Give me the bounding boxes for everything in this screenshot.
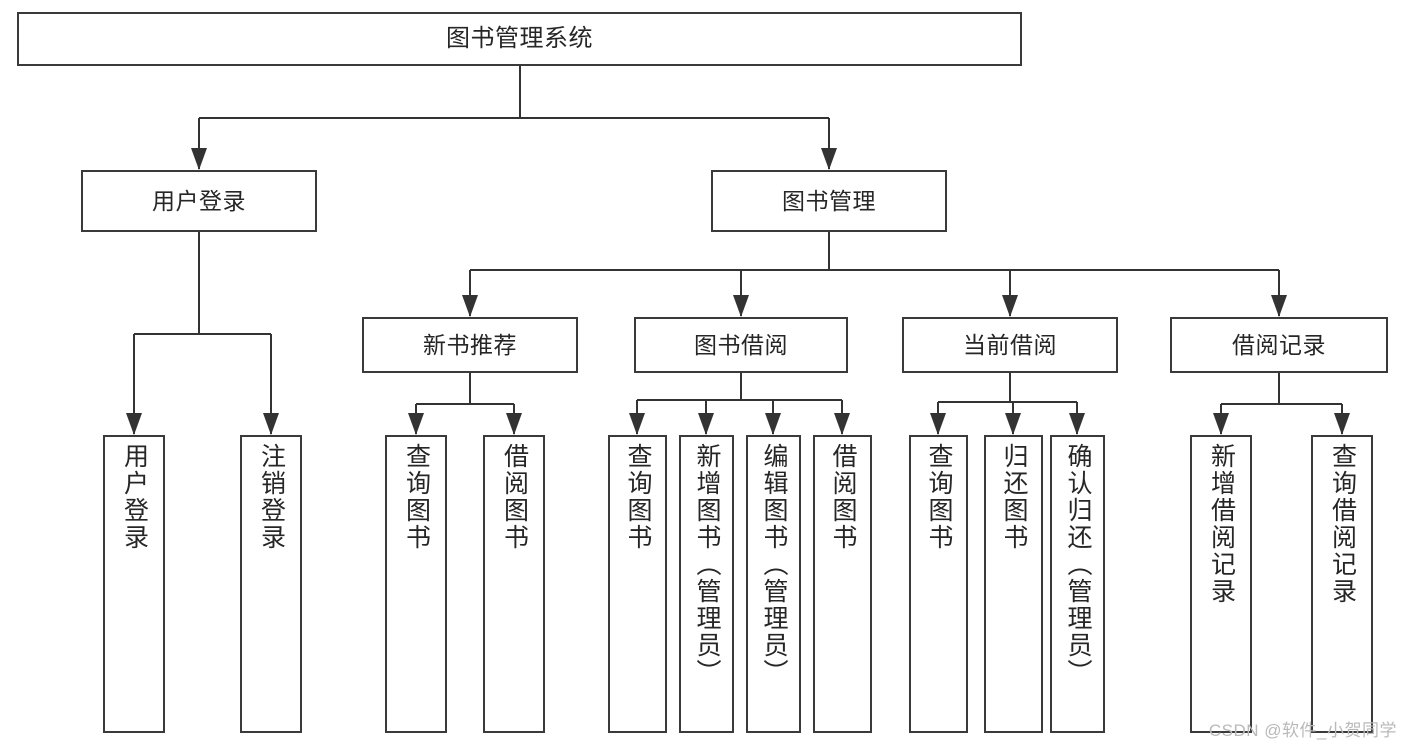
node-leaf-query-book-1[interactable]: 查询图书 bbox=[385, 435, 447, 733]
node-leaf-user-login[interactable]: 用户登录 bbox=[103, 435, 165, 733]
node-leaf-confirm-return[interactable]: 确认归还（管理员） bbox=[1050, 435, 1105, 733]
csdn-watermark: CSDN @软件_小贺同学 bbox=[1208, 721, 1397, 740]
node-leaf-borrow-book-1[interactable]: 借阅图书 bbox=[483, 435, 545, 733]
node-leaf-query-record[interactable]: 查询借阅记录 bbox=[1311, 435, 1373, 733]
node-label: 查询借阅记录 bbox=[1328, 443, 1357, 605]
node-label: 图书管理系统 bbox=[446, 25, 593, 53]
node-book-manage[interactable]: 图书管理 bbox=[711, 170, 947, 232]
connector-user-login bbox=[126, 232, 279, 435]
node-label: 用户登录 bbox=[152, 187, 246, 214]
node-new-book-rec[interactable]: 新书推荐 bbox=[362, 317, 578, 373]
node-leaf-return-book[interactable]: 归还图书 bbox=[984, 435, 1043, 733]
node-leaf-add-record[interactable]: 新增借阅记录 bbox=[1190, 435, 1252, 733]
node-label: 图书借阅 bbox=[694, 331, 788, 358]
node-leaf-logout[interactable]: 注销登录 bbox=[240, 435, 302, 733]
node-leaf-edit-book[interactable]: 编辑图书（管理员） bbox=[746, 435, 801, 733]
node-leaf-query-book-3[interactable]: 查询图书 bbox=[909, 435, 968, 733]
node-label: 归还图书 bbox=[1000, 443, 1028, 551]
connector-book-borrow bbox=[629, 373, 850, 435]
node-current-borrow[interactable]: 当前借阅 bbox=[902, 317, 1118, 373]
node-label: 新增借阅记录 bbox=[1207, 443, 1236, 605]
node-label: 当前借阅 bbox=[963, 331, 1057, 358]
node-root[interactable]: 图书管理系统 bbox=[17, 12, 1022, 66]
node-leaf-add-book[interactable]: 新增图书（管理员） bbox=[679, 435, 734, 733]
node-borrow-record[interactable]: 借阅记录 bbox=[1170, 317, 1388, 373]
node-leaf-borrow-book-2[interactable]: 借阅图书 bbox=[813, 435, 872, 733]
node-leaf-query-book-2[interactable]: 查询图书 bbox=[608, 435, 667, 733]
node-label: 确认归还（管理员） bbox=[1064, 443, 1092, 686]
node-label: 用户登录 bbox=[120, 443, 149, 551]
node-label: 查询图书 bbox=[402, 443, 431, 551]
node-book-borrow[interactable]: 图书借阅 bbox=[634, 317, 848, 373]
node-label: 借阅图书 bbox=[829, 443, 857, 551]
node-label: 查询图书 bbox=[925, 443, 953, 551]
node-user-login[interactable]: 用户登录 bbox=[81, 170, 317, 232]
node-label: 新增图书（管理员） bbox=[693, 443, 721, 686]
connector-current-borrow bbox=[930, 373, 1085, 435]
connector-new-book-rec bbox=[408, 373, 522, 435]
node-label: 图书管理 bbox=[782, 187, 876, 214]
connector-root bbox=[191, 66, 837, 170]
node-label: 借阅记录 bbox=[1232, 331, 1326, 358]
node-label: 新书推荐 bbox=[423, 331, 517, 358]
node-label: 注销登录 bbox=[257, 443, 286, 551]
node-label: 查询图书 bbox=[624, 443, 652, 551]
node-label: 编辑图书（管理员） bbox=[760, 443, 788, 686]
connector-book-manage bbox=[462, 232, 1287, 317]
connector-borrow-record bbox=[1213, 373, 1350, 435]
node-label: 借阅图书 bbox=[500, 443, 529, 551]
